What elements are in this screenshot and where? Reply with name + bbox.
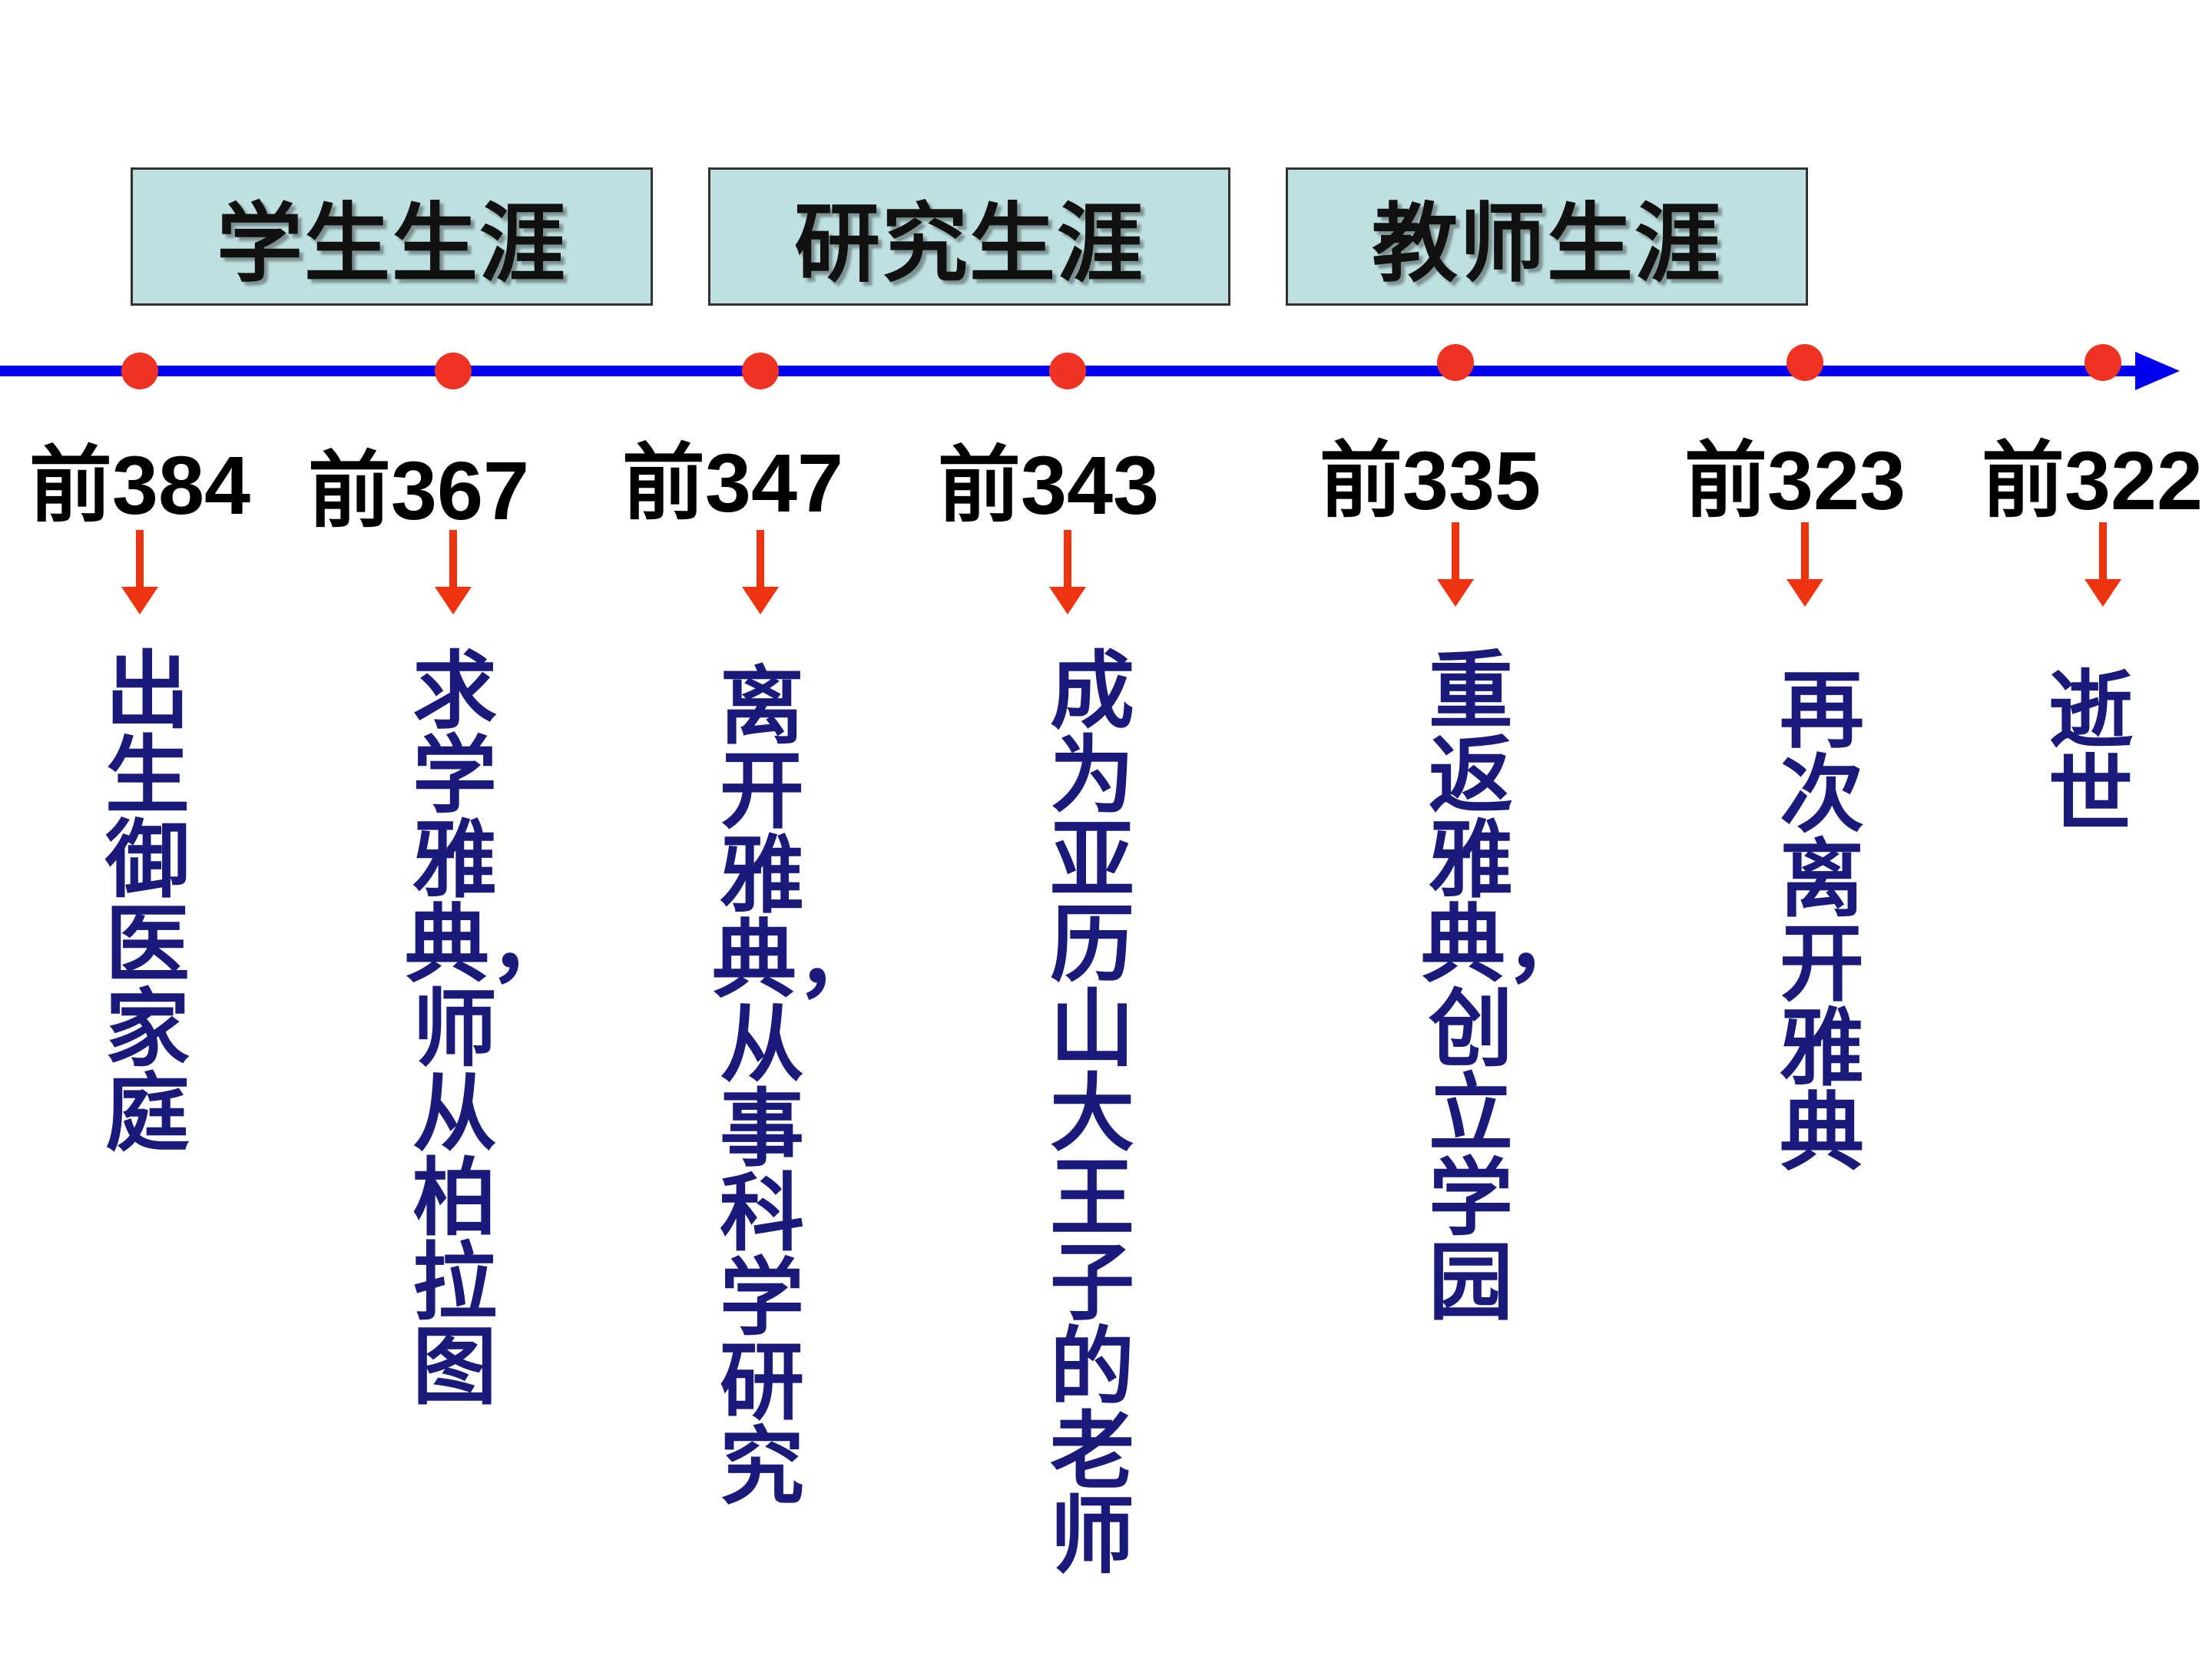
timeline-dot	[121, 353, 158, 389]
timeline-dot	[1437, 344, 1474, 381]
down-arrow-icon	[1049, 530, 1086, 614]
event-text: 出生御医家庭	[105, 642, 190, 1163]
timeline-dot	[1786, 344, 1823, 381]
phase-teacher: 教师生涯	[1286, 167, 1808, 306]
down-arrow-icon	[742, 530, 779, 614]
year-label: 前323	[1684, 434, 1906, 527]
timeline-dot	[742, 353, 779, 389]
timeline-dot	[2085, 344, 2121, 381]
phase-student: 学生生涯	[131, 167, 653, 306]
event-text: 逝世	[2048, 661, 2133, 844]
timeline-dot	[435, 353, 472, 389]
year-label: 前322	[1981, 434, 2204, 527]
year-label: 前367	[307, 444, 530, 537]
year-label: 前335	[1319, 434, 1541, 527]
down-arrow-icon	[435, 530, 472, 614]
down-arrow-icon	[121, 530, 158, 614]
down-arrow-icon	[1437, 522, 1474, 607]
event-text: 求学雅典，师从柏拉图	[405, 642, 574, 1416]
event-text: 离开雅典，从事科学研究	[712, 657, 881, 1516]
event-text: 再次离开雅典	[1780, 661, 1864, 1182]
year-label: 前384	[28, 439, 251, 531]
down-arrow-icon	[2085, 522, 2121, 607]
phase-research: 研究生涯	[708, 167, 1230, 306]
event-text: 重返雅典，创立学园	[1421, 642, 1590, 1332]
down-arrow-icon	[1786, 522, 1823, 607]
year-label: 前343	[937, 439, 1160, 531]
timeline-dot	[1049, 353, 1086, 389]
timeline-arrowhead	[2135, 352, 2180, 390]
event-text: 成为亚历山大王子的老师	[1050, 642, 1134, 1585]
year-label: 前347	[621, 436, 844, 529]
